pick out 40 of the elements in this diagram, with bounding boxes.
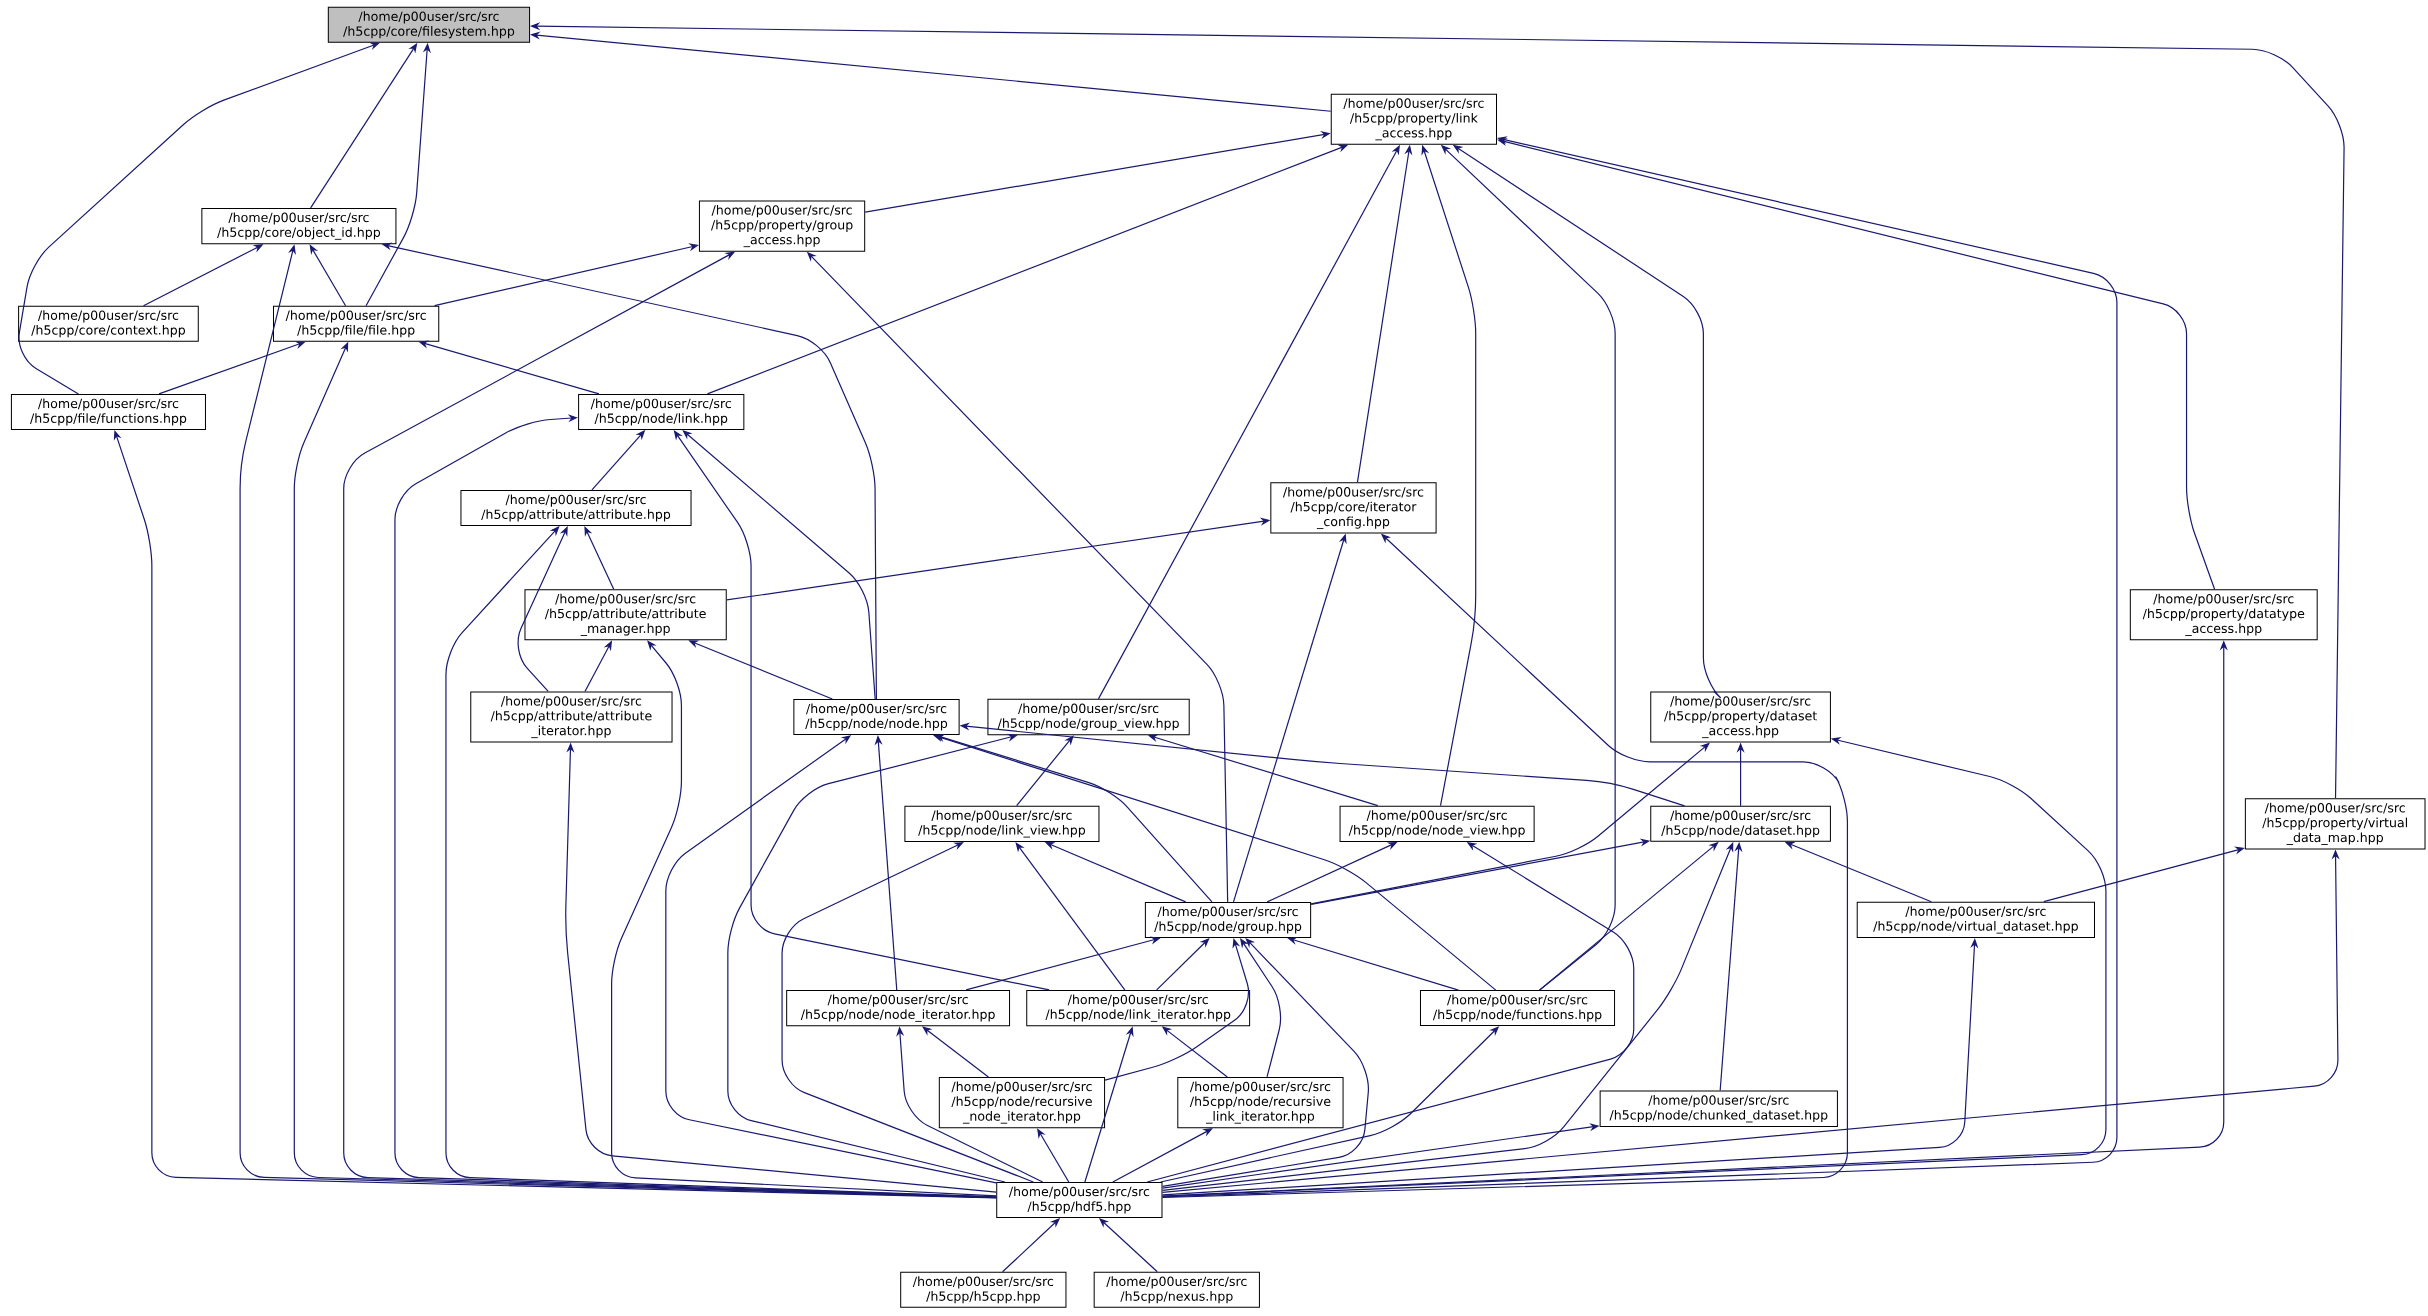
file-box: /home/p00user/src/src /h5cpp/property/datatype _access.hpp	[2129, 589, 2318, 641]
arrow	[309, 244, 347, 307]
file-box: /home/p00user/src/src /h5cpp/nexus.hpp	[1093, 1271, 1260, 1308]
file-box: /home/p00user/src/src /h5cpp/hdf5.hpp	[996, 1181, 1163, 1218]
file-box: /home/p00user/src/src /h5cpp/node/link.hpp	[578, 393, 745, 430]
file-box: /home/p00user/src/src /h5cpp/attribute/attribute _manager.hpp	[524, 589, 727, 641]
file-box: /home/p00user/src/src /h5cpp/node/recursive _link_iterator.hpp	[1177, 1076, 1344, 1128]
arrow	[1016, 735, 1074, 807]
file-box: /home/p00user/src/src /h5cpp/node/link_view.hpp	[904, 805, 1100, 842]
file-box: /home/p00user/src/src /h5cpp/node/node.hpp	[793, 698, 960, 735]
file-box: /home/p00user/src/src /h5cpp/node/node_iterator.hpp	[786, 989, 1011, 1027]
file-box: /home/p00user/src/src /h5cpp/node/functions.hpp	[1420, 990, 1616, 1026]
file-box: /home/p00user/src/src /h5cpp/node/node_view.hpp	[1339, 805, 1535, 842]
file-box: /home/p00user/src/src /h5cpp/file/file.hpp	[273, 305, 440, 342]
file-box: /home/p00user/src/src /h5cpp/attribute/attribute _iterator.hpp	[470, 691, 673, 743]
file-box: /home/p00user/src/src /h5cpp/core/object_id.hpp	[201, 207, 397, 245]
file-box: /home/p00user/src/src /h5cpp/node/chunked_dataset.hpp	[1599, 1090, 1838, 1127]
arrow	[394, 414, 997, 1198]
file-box: /home/p00user/src/src /h5cpp/node/group.hpp	[1144, 901, 1312, 938]
arrow	[1161, 533, 1848, 1198]
file-box: /home/p00user/src/src /h5cpp/core/filesystem.hpp	[327, 6, 531, 43]
file-box: /home/p00user/src/src /h5cpp/core/iterator _config.hpp	[1270, 482, 1437, 534]
file-box: /home/p00user/src/src /h5cpp/attribute/attribute.hpp	[460, 489, 692, 526]
file-box: /home/p00user/src/src /h5cpp/property/link _access.hpp	[1330, 93, 1497, 145]
arrow	[1112, 1128, 1213, 1183]
file-box: /home/p00user/src/src /h5cpp/property/dataset _access.hpp	[1650, 691, 1831, 743]
file-box: /home/p00user/src/src /h5cpp/node/virtual_dataset.hpp	[1856, 901, 2095, 938]
arrow	[611, 640, 997, 1197]
file-box: /home/p00user/src/src /h5cpp/node/link_iterator.hpp	[1026, 989, 1251, 1027]
file-box: /home/p00user/src/src /h5cpp/file/functions.hpp	[10, 393, 206, 430]
file-box: /home/p00user/src/src /h5cpp/core/context.hpp	[18, 305, 199, 342]
file-box: /home/p00user/src/src /h5cpp/node/dataset.hpp	[1650, 805, 1831, 842]
arrow	[1037, 1128, 1070, 1183]
file-box: /home/p00user/src/src /h5cpp/property/virtual _data_map.hpp	[2244, 798, 2426, 850]
file-box: /home/p00user/src/src /h5cpp/h5cpp.hpp	[900, 1271, 1067, 1308]
arrow	[18, 42, 380, 395]
file-box: /home/p00user/src/src /h5cpp/node/group_view.hpp	[987, 698, 1190, 736]
file-box: /home/p00user/src/src /h5cpp/property/group _access.hpp	[698, 200, 866, 252]
file-box: /home/p00user/src/src /h5cpp/node/recursive _node_iterator.hpp	[938, 1076, 1106, 1128]
arrow	[1310, 742, 1710, 905]
